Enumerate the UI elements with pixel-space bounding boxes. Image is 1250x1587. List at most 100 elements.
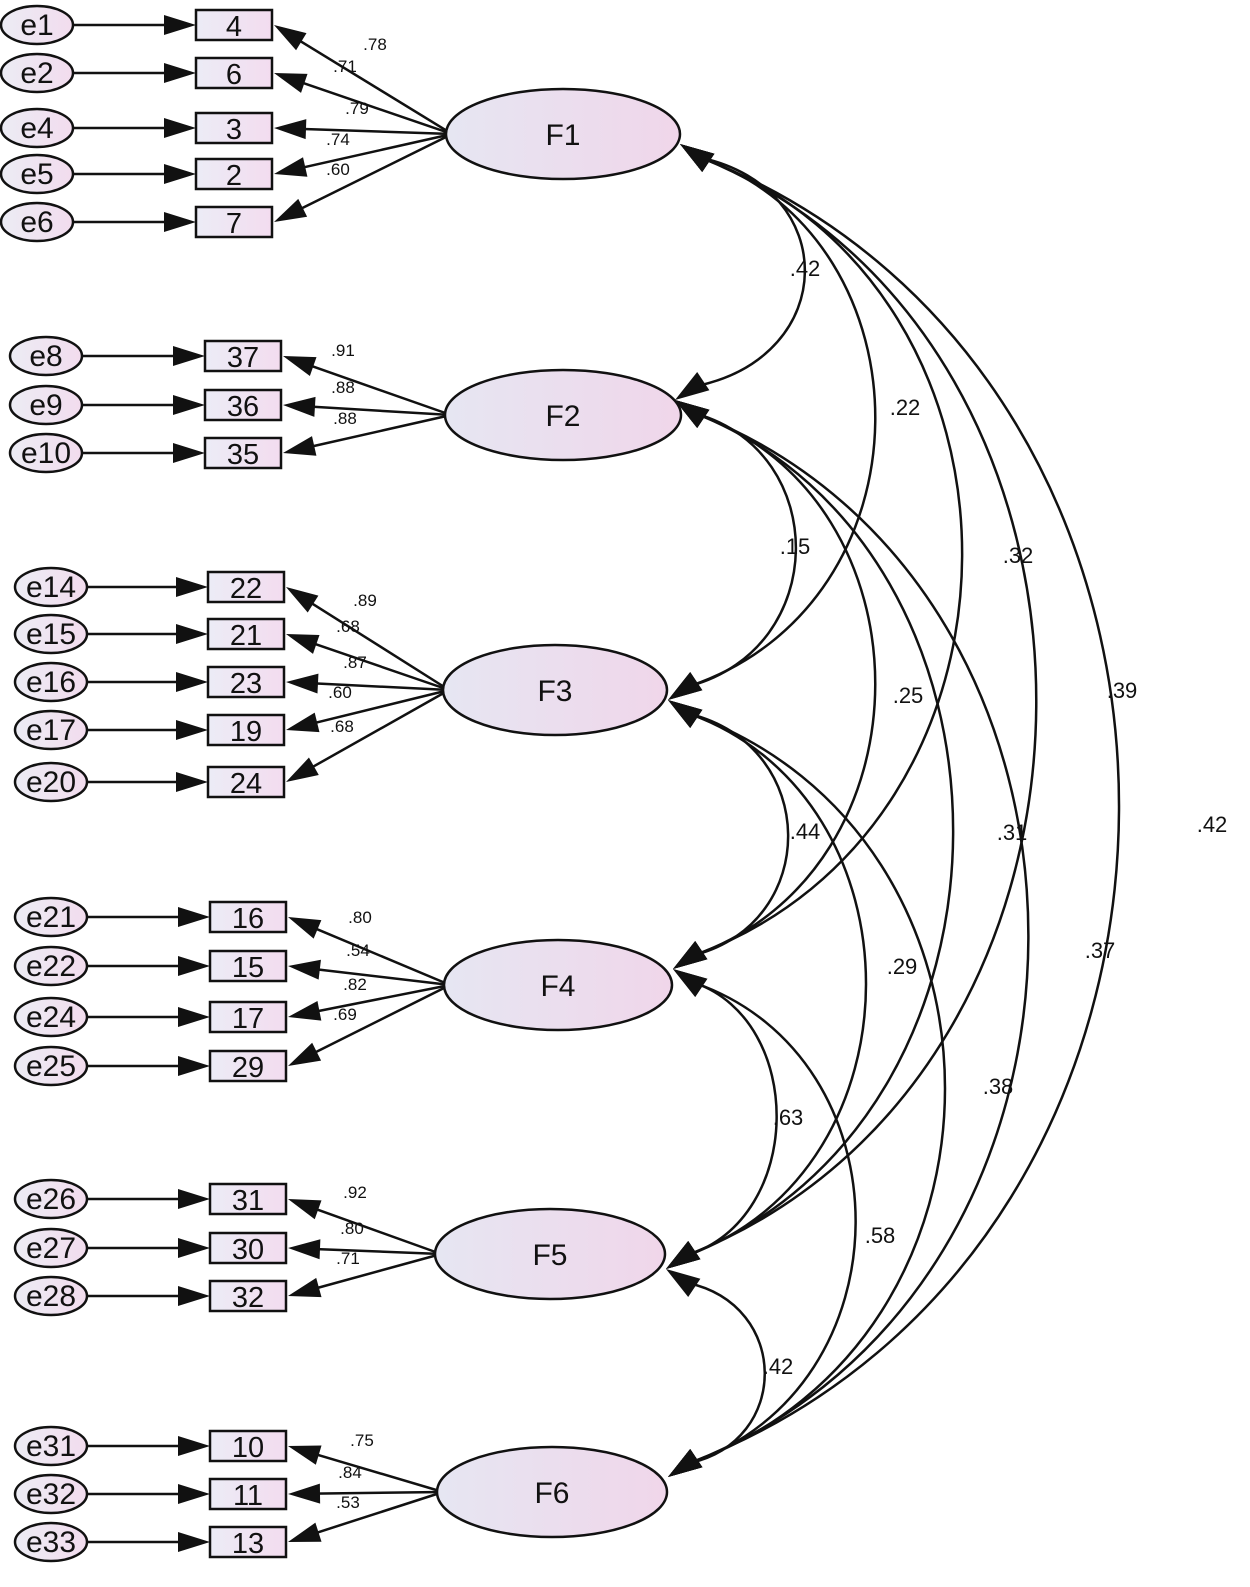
correlation-arc [689, 156, 1121, 1465]
arrowhead [164, 164, 196, 184]
arrowhead [178, 1238, 210, 1258]
loading-path [308, 413, 452, 449]
factor-ellipse [443, 368, 683, 462]
error-term-label: e8 [29, 340, 62, 373]
error-term-label: e31 [26, 1430, 76, 1463]
arrowhead [283, 396, 316, 417]
error-term-label: e4 [20, 112, 53, 145]
arrowhead [274, 25, 307, 51]
arrowhead [288, 959, 321, 980]
correlation-f5-f6: .42 [666, 1269, 793, 1477]
arrowhead [173, 443, 205, 463]
indicator-box [208, 949, 288, 983]
indicator-label: 4 [226, 11, 242, 43]
indicator-label: 6 [226, 59, 242, 91]
arrowhead [178, 907, 210, 927]
loading-label: .74 [326, 130, 350, 149]
arrowhead [164, 118, 196, 138]
correlation-label: .58 [865, 1223, 896, 1248]
arrowhead [178, 1436, 210, 1456]
indicator-label: 36 [227, 391, 259, 423]
arrowhead [176, 772, 208, 792]
loading-path [313, 1490, 444, 1495]
indicator-label: 15 [232, 952, 264, 984]
loading-label: .71 [336, 1249, 360, 1268]
error-term-label: e2 [20, 57, 53, 90]
loading-label: .54 [346, 941, 370, 960]
loading-label: .92 [343, 1183, 367, 1202]
correlation-arc [687, 156, 1038, 1257]
error-term-ellipse [8, 384, 84, 426]
indicator-label: 23 [230, 668, 262, 700]
loading-path [313, 967, 451, 987]
correlation-f1-f4: .32 [673, 144, 1033, 969]
error-term-label: e24 [26, 1001, 76, 1034]
indicator-box [208, 900, 288, 934]
arrowhead [675, 371, 710, 400]
loading-label: .78 [363, 35, 387, 54]
loading-label: .80 [348, 908, 372, 927]
loading-label: .88 [331, 378, 355, 397]
factor-ellipse [442, 938, 674, 1032]
error-term-ellipse [13, 1227, 89, 1269]
error-term-label: e27 [26, 1232, 76, 1265]
correlation-f3-f5: .29 [666, 700, 917, 1269]
indicator-label: 11 [233, 1480, 263, 1512]
indicator-box [208, 1000, 288, 1034]
loading-path [308, 688, 450, 771]
arrowhead [288, 917, 322, 939]
error-term-label: e5 [20, 158, 53, 191]
indicator-label: 22 [230, 573, 262, 605]
indicator-box [206, 665, 286, 699]
loading-label: .75 [350, 1431, 374, 1450]
loading-label: .53 [336, 1493, 360, 1512]
correlation-layer: .42.22.32.39.42.15.25.31.37.44.29.38.63.… [666, 144, 1227, 1477]
correlation-arc [689, 156, 877, 688]
indicator-box [208, 1477, 288, 1511]
indicator-label: 35 [227, 439, 259, 471]
arrowhead [668, 1448, 703, 1477]
indicator-2: e5 2 .74 [0, 130, 453, 195]
error-term-ellipse [13, 945, 89, 987]
loading-path [295, 37, 453, 136]
indicator-box [203, 436, 283, 470]
arrowhead [178, 1007, 210, 1027]
indicator-label: 37 [227, 342, 259, 374]
error-term-label: e14 [26, 571, 76, 604]
factor-ellipse [435, 1445, 669, 1539]
loading-path [310, 641, 450, 692]
loading-label: .79 [345, 99, 369, 118]
error-term-ellipse [8, 432, 84, 474]
loading-path [311, 682, 450, 692]
factor-label: F4 [540, 970, 575, 1003]
factor-label: F6 [534, 1477, 569, 1510]
loading-path [296, 132, 453, 212]
factor-label: F5 [532, 1239, 567, 1272]
correlation-arc [689, 412, 1030, 1465]
indicator-box [206, 617, 286, 651]
indicator-label: 2 [226, 160, 242, 192]
arrowhead [288, 1239, 321, 1260]
indicator-box [203, 339, 283, 373]
loading-path [308, 405, 452, 417]
arrowhead [274, 119, 307, 140]
loading-path [312, 1252, 442, 1291]
error-term-label: e10 [21, 437, 71, 470]
correlation-arc [689, 712, 947, 1465]
indicator-box [206, 765, 286, 799]
correlation-label: .31 [997, 820, 1028, 845]
factor-label: F3 [537, 675, 572, 708]
arrowhead [288, 1199, 322, 1220]
arrowhead [286, 757, 319, 782]
error-term-label: e15 [26, 618, 76, 651]
correlation-f2-f6: .37 [668, 400, 1115, 1477]
